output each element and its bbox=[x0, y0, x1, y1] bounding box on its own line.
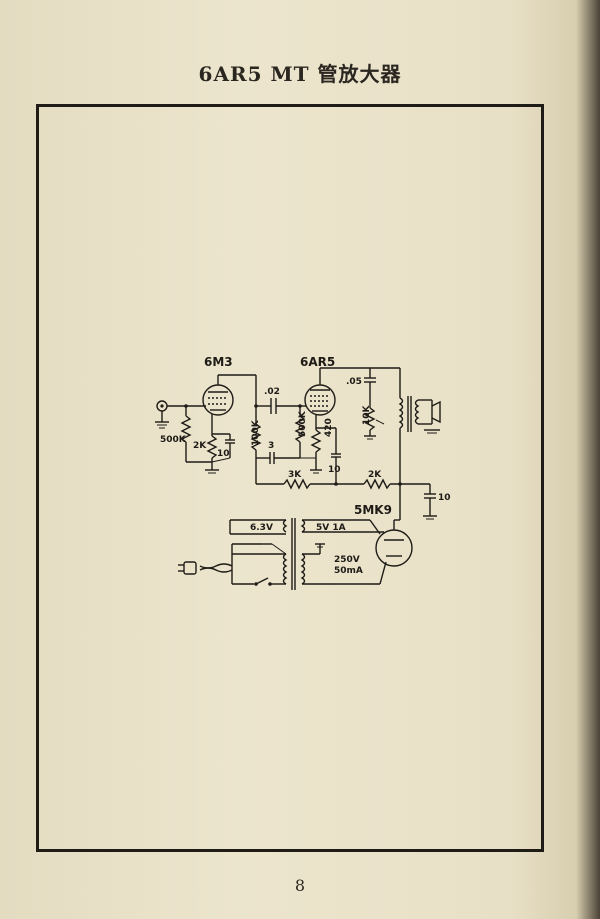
label-c-output: .05 bbox=[346, 377, 362, 387]
ground-icon bbox=[205, 466, 219, 474]
grid-resistor-v2 bbox=[294, 415, 306, 443]
output-transformer-icon bbox=[398, 396, 420, 484]
label-r-decouple: 3K bbox=[288, 470, 302, 480]
tube-v2-icon bbox=[304, 368, 336, 426]
mains-plug-icon bbox=[178, 561, 197, 575]
label-r-plate-v1: 100K bbox=[251, 419, 261, 446]
label-rect-heater: 5V 1A bbox=[316, 523, 346, 533]
power-switch-icon bbox=[254, 577, 272, 586]
label-tube-v2: 6AR5 bbox=[300, 355, 335, 369]
tube-v1-icon bbox=[202, 375, 234, 430]
input-jack-icon bbox=[155, 400, 169, 429]
label-c-cathode-v1: 10 bbox=[217, 449, 230, 459]
grid-resistor-v1 bbox=[180, 406, 192, 462]
ground-icon bbox=[310, 469, 322, 474]
page-number: 8 bbox=[294, 876, 306, 895]
output-resistor bbox=[364, 407, 376, 431]
label-r-grid: 500K bbox=[160, 435, 187, 445]
label-c-coupling: .02 bbox=[264, 387, 280, 397]
schematic-frame bbox=[36, 104, 544, 852]
rectifier-tube-icon bbox=[375, 484, 413, 567]
label-tube-rectifier: 5MK9 bbox=[354, 503, 392, 517]
label-c-cathode-v2: 10 bbox=[328, 465, 341, 475]
decoupling-resistor bbox=[283, 478, 311, 490]
label-tube-v1: 6M3 bbox=[204, 355, 233, 369]
label-r-output: 10K bbox=[362, 404, 372, 425]
label-r-filter: 2K bbox=[368, 470, 382, 480]
power-transformer-icon bbox=[282, 518, 306, 590]
label-heater-voltage: 6.3V bbox=[250, 523, 273, 533]
cathode-resistor-v1 bbox=[206, 435, 218, 459]
label-c-feedback: 3 bbox=[268, 441, 274, 451]
plate-resistor-v1 bbox=[250, 423, 262, 451]
label-r-grid-v2: 500K bbox=[298, 410, 308, 437]
coupling-capacitor bbox=[266, 398, 300, 414]
cathode-resistor-v2 bbox=[310, 429, 322, 453]
label-hv-voltage: 250V bbox=[334, 555, 360, 565]
page-title: 6AR5 MT 管放大器 bbox=[198, 62, 402, 86]
label-r-cathode-v1: 2K bbox=[193, 441, 207, 451]
speaker-icon bbox=[424, 400, 441, 434]
label-c-filter: 10 bbox=[438, 493, 451, 503]
label-hv-current: 50mA bbox=[334, 566, 363, 576]
filter-resistor bbox=[363, 478, 391, 490]
